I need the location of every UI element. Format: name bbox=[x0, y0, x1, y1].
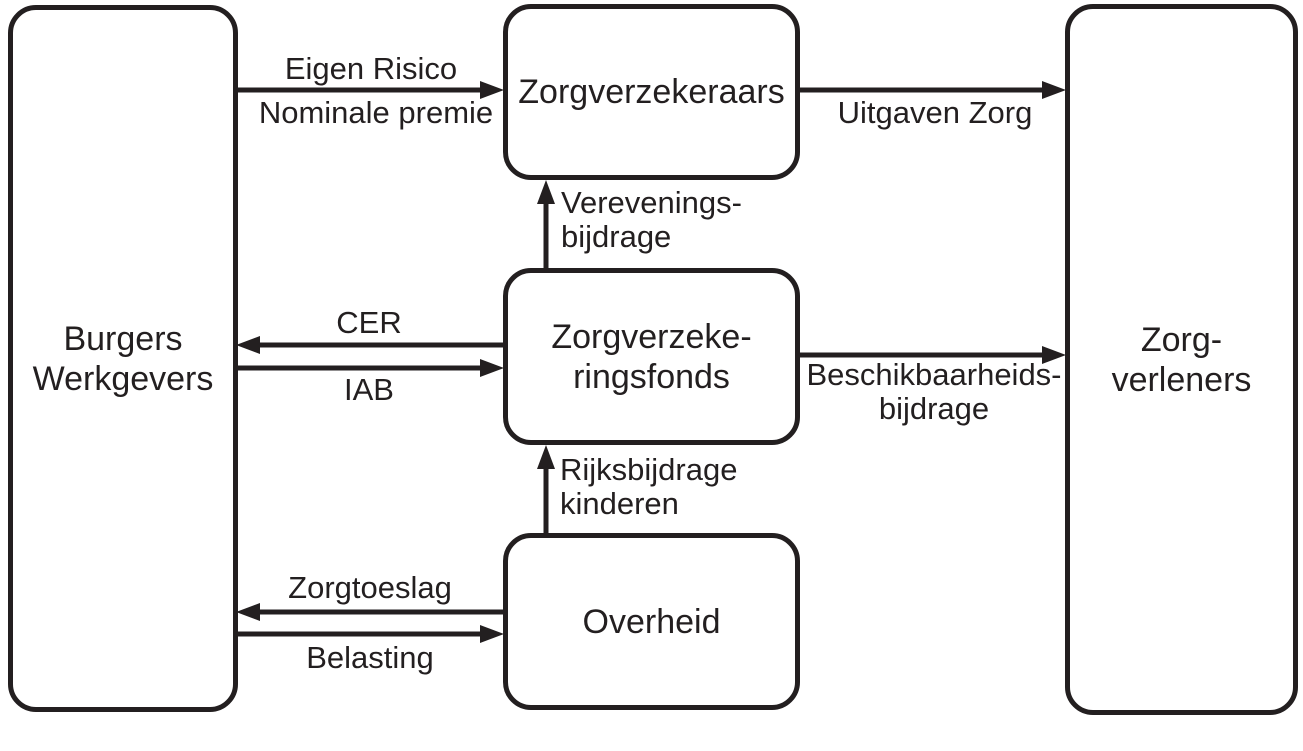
beschikbaarheidsbijdrage-arrow bbox=[800, 346, 1066, 364]
flow-label-line: Rijksbijdrage bbox=[560, 452, 738, 487]
node-label: ringsfonds bbox=[573, 357, 730, 396]
node-label: Zorgverzekeraars bbox=[518, 73, 785, 111]
flow-label-beschikbaarheidsbijdrage: Beschikbaarheids- bijdrage bbox=[806, 358, 1061, 426]
zorgtoeslag-arrow bbox=[236, 603, 503, 621]
cer-arrow bbox=[236, 336, 503, 354]
flow-label-iab: IAB bbox=[344, 372, 394, 407]
uitgaven-zorg-arrow bbox=[800, 81, 1066, 99]
iab-arrow bbox=[238, 359, 504, 377]
node-overheid: Overheid bbox=[503, 533, 800, 710]
flow-label-vereveningsbijdrage: Verevenings- bijdrage bbox=[561, 186, 742, 254]
node-burgers-werkgevers: Burgers Werkgevers bbox=[8, 5, 238, 712]
node-zorgverzekeringsfonds: Zorgverzeke- ringsfonds bbox=[503, 268, 800, 445]
flow-label-line: kinderen bbox=[560, 486, 679, 521]
flow-label-uitgaven-zorg: Uitgaven Zorg bbox=[837, 95, 1033, 130]
node-label: Zorgverzeke- bbox=[551, 317, 752, 356]
flow-label-eigen-risico: Eigen Risico bbox=[284, 51, 458, 86]
flow-label-line: Beschikbaarheids- bbox=[806, 357, 1062, 392]
flow-label-rijksbijdrage-kinderen: Rijksbijdrage kinderen bbox=[560, 453, 737, 521]
node-label: Werkgevers bbox=[32, 359, 214, 398]
flow-label-line: bijdrage bbox=[561, 219, 672, 254]
belasting-arrow bbox=[238, 625, 504, 643]
vereveningsbijdrage-arrow bbox=[537, 180, 555, 268]
node-zorgverleners: Zorg- verleners bbox=[1065, 4, 1298, 715]
node-label: Overheid bbox=[582, 602, 721, 641]
eigen-risico-nominale-premie-arrow bbox=[238, 81, 504, 99]
node-label: verleners bbox=[1111, 360, 1252, 399]
node-zorgverzekeraars: Zorgverzekeraars bbox=[503, 4, 800, 180]
flow-label-line: bijdrage bbox=[878, 391, 990, 426]
node-label: Zorg- bbox=[1140, 320, 1223, 359]
rijksbijdrage-kinderen-arrow bbox=[537, 445, 555, 533]
flow-label-line: Verevenings- bbox=[561, 185, 742, 220]
flow-label-nominale-premie: Nominale premie bbox=[258, 95, 494, 130]
flow-label-cer: CER bbox=[336, 305, 402, 340]
flow-label-zorgtoeslag: Zorgtoeslag bbox=[288, 570, 452, 605]
flow-label-belasting: Belasting bbox=[306, 640, 434, 675]
node-label: Burgers bbox=[63, 319, 183, 358]
